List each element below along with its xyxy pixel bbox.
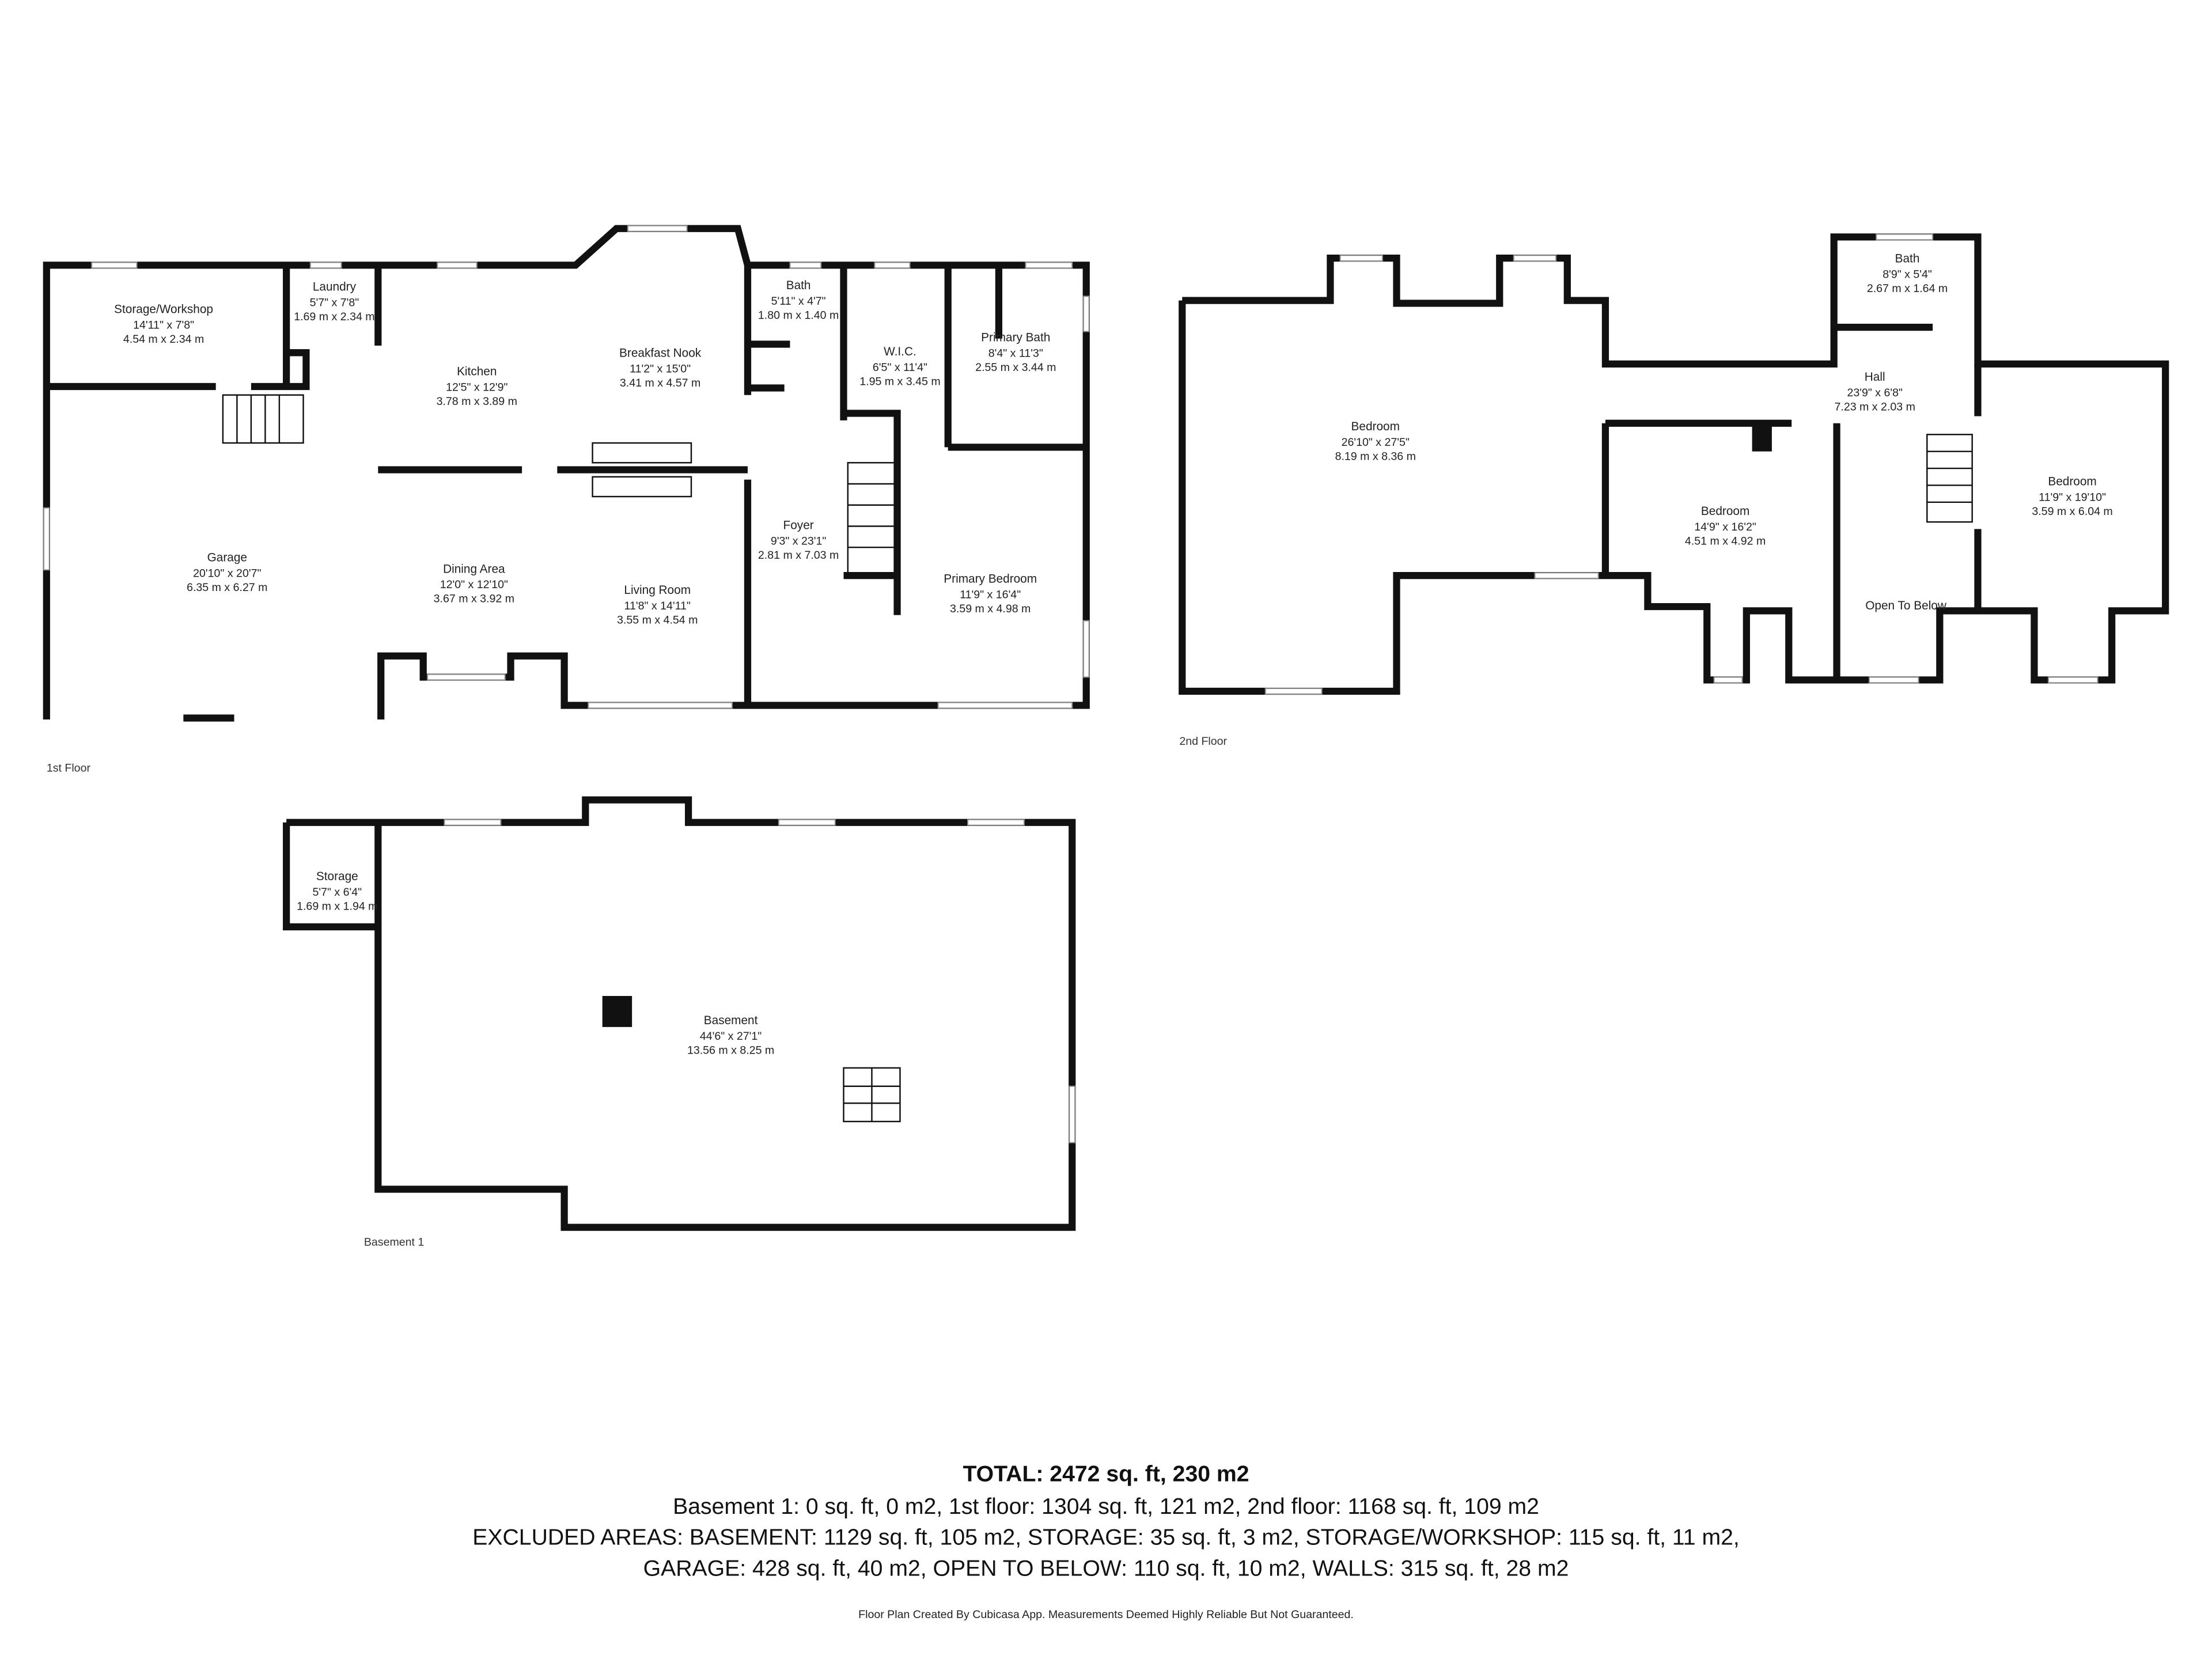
room-name: Hall: [1865, 370, 1885, 384]
excluded-areas: EXCLUDED AREAS: BASEMENT: 1129 sq. ft, 1…: [472, 1525, 1740, 1550]
first-floor-plan: Storage/Workshop 14'11" x 7'8" 4.54 m x …: [43, 225, 1090, 775]
room-dims-imperial: 9'3" x 23'1": [771, 535, 827, 547]
room-dims-metric: 6.35 m x 6.27 m: [187, 581, 267, 594]
room-dims-metric: 1.80 m x 1.40 m: [758, 309, 839, 321]
room-dims-imperial: 5'7" x 6'4": [313, 886, 362, 899]
room-dims-imperial: 6'5" x 11'4": [873, 361, 927, 374]
room-dims-imperial: 11'2" x 15'0": [630, 363, 691, 376]
room-name: Breakfast Nook: [619, 347, 702, 360]
room-dims-metric: 2.67 m x 1.64 m: [1867, 282, 1948, 295]
room-dims-metric: 4.51 m x 4.92 m: [1685, 535, 1766, 547]
room-dims-metric: 3.78 m x 3.89 m: [437, 395, 517, 408]
room-dims-imperial: 44'6" x 27'1": [700, 1030, 762, 1043]
room-dims-metric: 3.59 m x 4.98 m: [950, 603, 1031, 615]
room-dims-imperial: 5'7" x 7'8": [310, 296, 359, 309]
floor-label: 2nd Floor: [1179, 735, 1227, 748]
room-dims-metric: 7.23 m x 2.03 m: [1835, 401, 1915, 414]
floor-areas: Basement 1: 0 sq. ft, 0 m2, 1st floor: 1…: [673, 1494, 1539, 1519]
stairs: [222, 394, 895, 577]
room-dims-imperial: 26'10" x 27'5": [1342, 436, 1410, 449]
room-dims-metric: 3.55 m x 4.54 m: [617, 613, 698, 626]
room-name: Primary Bedroom: [944, 572, 1037, 585]
room-name: W.I.C.: [884, 345, 916, 358]
disclaimer: Floor Plan Created By Cubicasa App. Meas…: [858, 1608, 1354, 1621]
room-dims-imperial: 8'9" x 5'4": [1883, 268, 1932, 281]
room-dims-metric: 13.56 m x 8.25 m: [687, 1044, 774, 1056]
room-name: Open To Below: [1865, 599, 1947, 612]
room-dims-imperial: 12'0" x 12'10": [440, 578, 508, 591]
room-name: Storage: [316, 870, 358, 883]
room-name: Kitchen: [457, 365, 497, 378]
room-dims-imperial: 5'11" x 4'7": [771, 295, 826, 308]
room-name: Storage/Workshop: [114, 303, 213, 316]
room-name: Bath: [1895, 252, 1920, 266]
excluded-areas-continued: GARAGE: 428 sq. ft, 40 m2, OPEN TO BELOW…: [643, 1556, 1569, 1581]
basement-outer-wall: [283, 796, 1076, 1231]
windows: [43, 225, 1090, 709]
room-dims-imperial: 14'11" x 7'8": [133, 319, 194, 332]
room-dims-imperial: 8'4" x 11'3": [988, 347, 1043, 360]
room-name: Dining Area: [443, 562, 505, 575]
stairs: [1926, 434, 1973, 523]
room-name: Bedroom: [1701, 505, 1749, 518]
chimney: [1752, 423, 1772, 452]
windows: [444, 819, 1076, 1143]
room-dims-imperial: 12'5" x 12'9": [446, 381, 507, 393]
room-name: Primary Bath: [981, 331, 1050, 344]
room-dims-metric: 4.54 m x 2.34 m: [123, 333, 204, 346]
room-dims-metric: 1.95 m x 3.45 m: [859, 376, 940, 388]
room-name: Bedroom: [1351, 420, 1400, 433]
basement-labels: Storage 5'7" x 6'4" 1.69 m x 1.94 m Base…: [297, 870, 774, 1248]
stair-wall: [843, 410, 901, 615]
room-name: Garage: [207, 551, 247, 565]
room-dims-imperial: 20'10" x 20'7": [193, 567, 261, 580]
first-floor-labels: Storage/Workshop 14'11" x 7'8" 4.54 m x …: [47, 279, 1056, 775]
area-summary: TOTAL: 2472 sq. ft, 230 m2 Basement 1: 0…: [472, 1461, 1740, 1621]
room-dims-imperial: 14'9" x 16'2": [1694, 521, 1756, 533]
second-floor-plan: Bedroom 26'10" x 27'5" 8.19 m x 8.36 m B…: [1179, 233, 2169, 748]
room-dims-imperial: 11'9" x 16'4": [960, 588, 1021, 601]
floor-label: Basement 1: [364, 1236, 424, 1248]
room-name: Bath: [786, 279, 811, 292]
room-dims-metric: 2.55 m x 3.44 m: [975, 361, 1056, 374]
storage-wall: [251, 349, 310, 391]
room-dims-metric: 1.69 m x 1.94 m: [297, 900, 377, 913]
first-floor-outer-wall: [43, 225, 1090, 719]
room-dims-imperial: 11'9" x 19'10": [2039, 491, 2106, 503]
room-name: Foyer: [783, 518, 814, 532]
room-dims-metric: 3.41 m x 4.57 m: [620, 377, 700, 389]
room-dims-metric: 3.59 m x 6.04 m: [2032, 505, 2112, 518]
room-name: Bedroom: [2048, 475, 2096, 488]
total-area: TOTAL: 2472 sq. ft, 230 m2: [963, 1461, 1249, 1486]
room-dims-metric: 1.69 m x 2.34 m: [294, 310, 374, 323]
fireplace: [592, 442, 692, 498]
stairs: [843, 1067, 901, 1123]
room-dims-imperial: 23'9" x 6'8": [1847, 387, 1903, 399]
basement-plan: Storage 5'7" x 6'4" 1.69 m x 1.94 m Base…: [283, 796, 1076, 1248]
room-dims-metric: 8.19 m x 8.36 m: [1335, 450, 1416, 463]
windows: [1264, 233, 2099, 695]
room-dims-imperial: 11'8" x 14'11": [624, 600, 691, 612]
room-dims-metric: 3.67 m x 3.92 m: [434, 593, 514, 605]
room-name: Basement: [704, 1014, 758, 1027]
column: [602, 995, 632, 1027]
second-floor-labels: Bedroom 26'10" x 27'5" 8.19 m x 8.36 m B…: [1179, 252, 2112, 748]
room-name: Laundry: [313, 280, 357, 293]
room-dims-metric: 2.81 m x 7.03 m: [758, 549, 839, 562]
floor-label: 1st Floor: [47, 762, 91, 775]
room-name: Living Room: [624, 584, 691, 597]
second-floor-outer-wall: [1179, 233, 2169, 695]
